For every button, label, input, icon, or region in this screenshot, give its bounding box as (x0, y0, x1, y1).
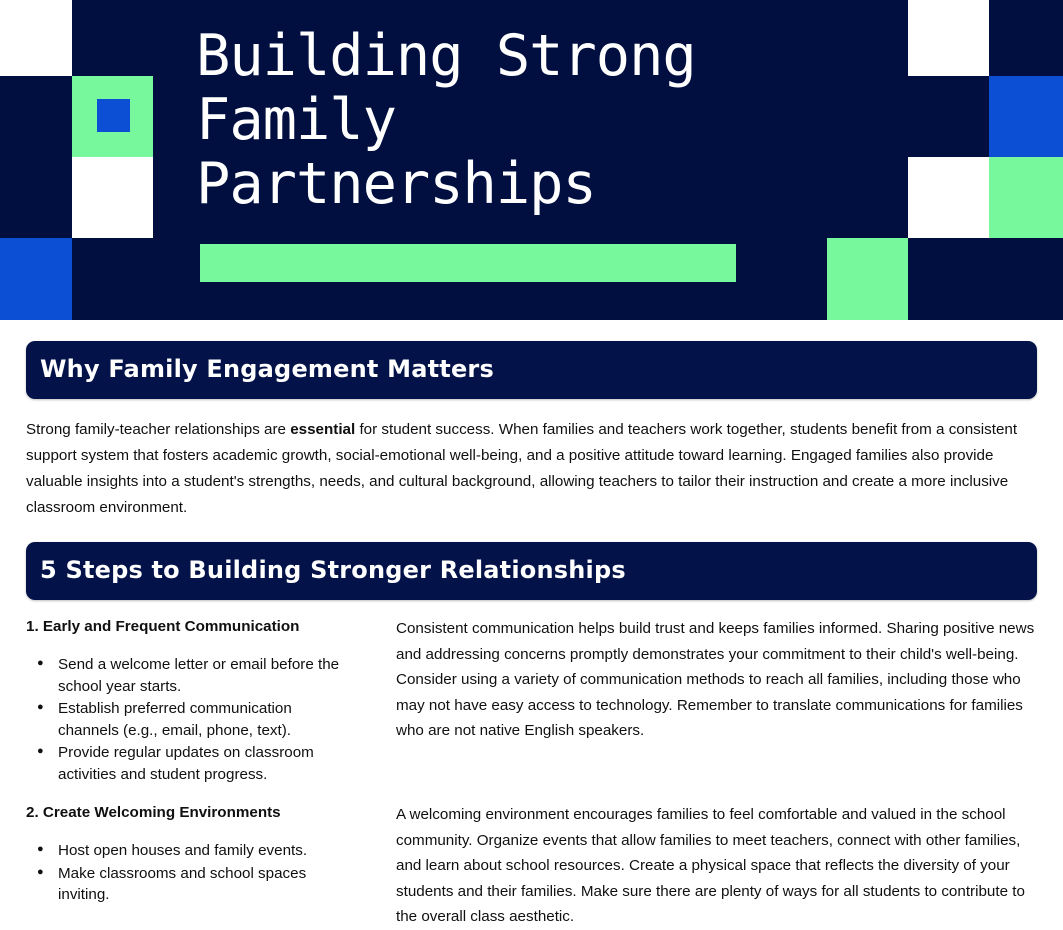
step-item: 2. Create Welcoming Environments Host op… (26, 802, 1037, 930)
section-header-five-steps: 5 Steps to Building Stronger Relationshi… (26, 542, 1037, 600)
deco-block-green-mid-right (989, 157, 1063, 238)
intro-text-after-bold: for student success. When families and t… (26, 421, 1018, 516)
step-bullet: Establish preferred communication channe… (37, 697, 352, 741)
step-bullet: Send a welcome letter or email before th… (37, 653, 352, 697)
step-left-column: 1. Early and Frequent Communication Send… (26, 616, 370, 786)
step-description: A welcoming environment encourages famil… (396, 806, 1025, 925)
step-title: 2. Create Welcoming Environments (26, 804, 281, 821)
step-bullet-list: Send a welcome letter or email before th… (26, 653, 352, 785)
intro-text-before-bold: Strong family-teacher relationships are (26, 421, 291, 438)
step-title: 1. Early and Frequent Communication (26, 618, 300, 635)
section-header-why-family-engagement: Why Family Engagement Matters (26, 341, 1037, 399)
main-content: Why Family Engagement Matters Strong fam… (0, 341, 1063, 930)
step-left-column: 2. Create Welcoming Environments Host op… (26, 802, 370, 907)
page-title: Building Strong Family Partnerships (196, 23, 697, 217)
step-item: 1. Early and Frequent Communication Send… (26, 616, 1037, 786)
section-heading-text: Why Family Engagement Matters (40, 355, 494, 383)
step-description: Consistent communication helps build tru… (396, 620, 1035, 739)
deco-block-white-mid-left (72, 157, 153, 238)
step-bullet: Host open houses and family events. (37, 839, 352, 862)
deco-block-green-bottom-right (827, 238, 908, 320)
hero-banner: Building Strong Family Partnerships (0, 0, 1063, 320)
hero-accent-bar (200, 244, 736, 282)
deco-block-white-mid-right (908, 157, 989, 238)
step-bullet: Make classrooms and school spaces inviti… (37, 862, 352, 906)
step-bullet: Provide regular updates on classroom act… (37, 741, 352, 785)
step-right-column: A welcoming environment encourages famil… (370, 802, 1037, 930)
deco-block-blue-bottom-left (0, 238, 72, 320)
steps-list: 1. Early and Frequent Communication Send… (26, 616, 1037, 930)
deco-block-white-top-right (908, 0, 989, 76)
deco-block-blue-top-right (989, 76, 1063, 157)
deco-block-blue-inner-square (97, 99, 130, 132)
section-heading-text: 5 Steps to Building Stronger Relationshi… (40, 556, 626, 584)
step-bullet-list: Host open houses and family events. Make… (26, 839, 352, 906)
step-right-column: Consistent communication helps build tru… (370, 616, 1037, 744)
deco-block-white-top-left (0, 0, 72, 76)
intro-paragraph: Strong family-teacher relationships are … (26, 417, 1037, 521)
intro-emphasis: essential (290, 421, 356, 438)
